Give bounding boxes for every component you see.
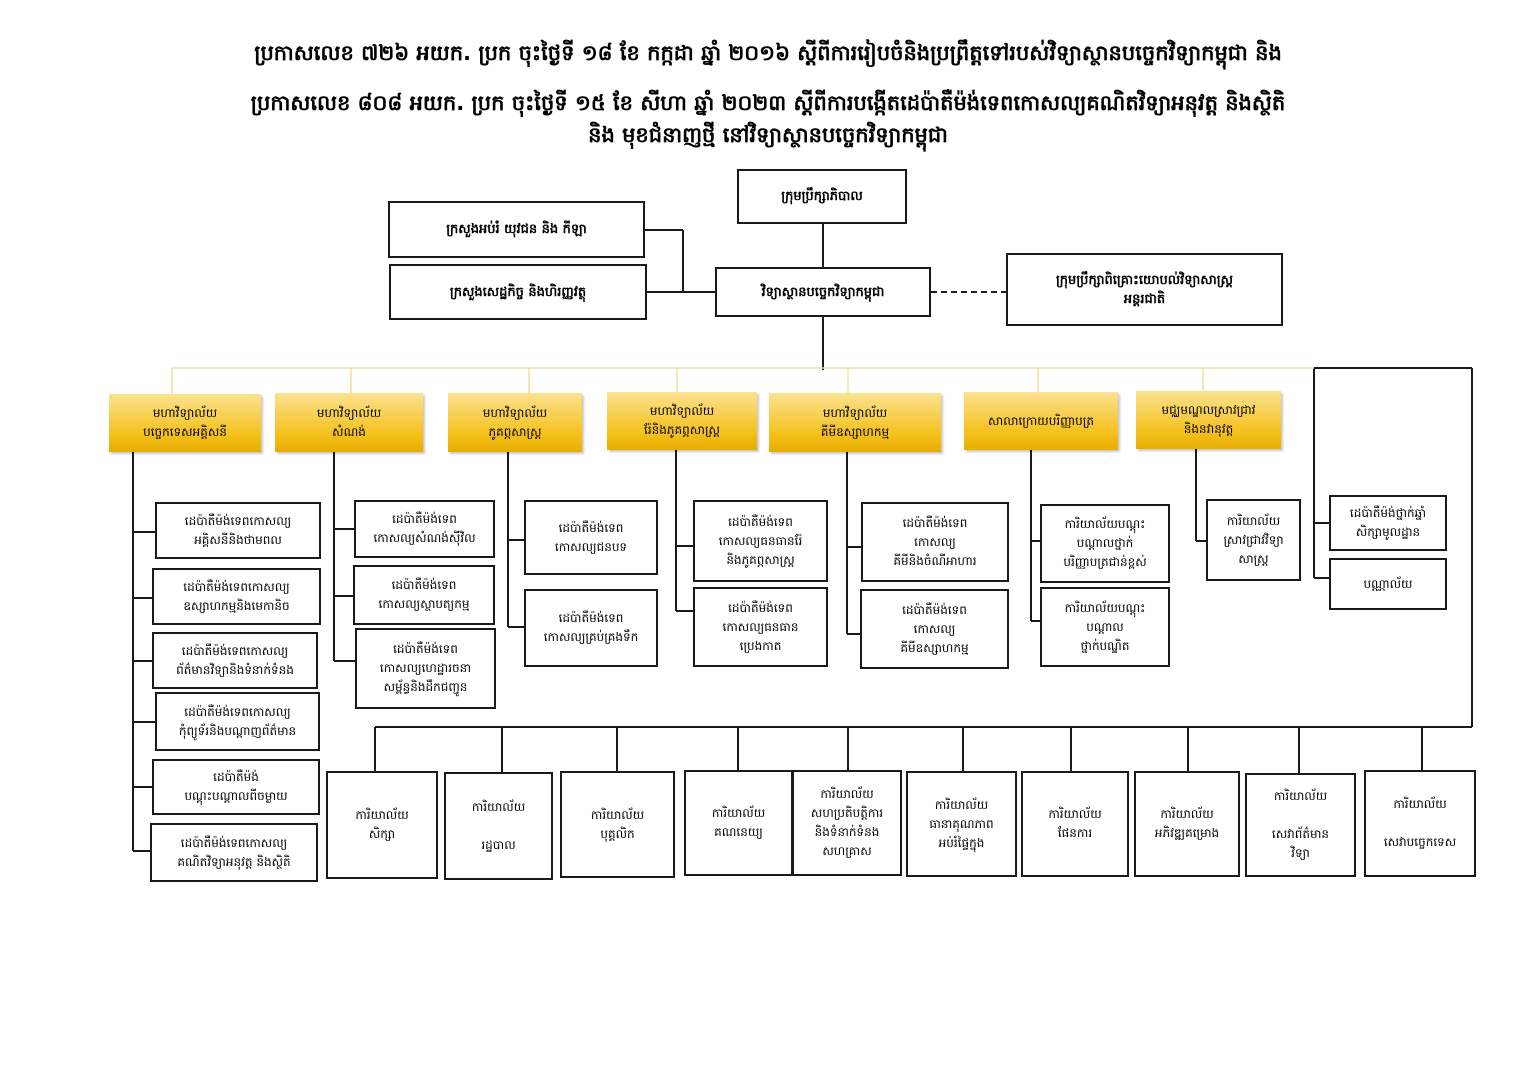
ministry-economy-box: ក្រសួងសេដ្ឋកិច្ច និងហិរញ្ញវត្ថុ (389, 264, 647, 320)
dept-applied-math-statistics: ដេប៉ាតឺម៉ង់ទេពកោសល្យ គណិតវិទ្យាអនុវត្ត ន… (150, 823, 318, 882)
dept-mineral-resources: ដេប៉ាតឺម៉ង់ទេព កោសល្យធនធានរ៉ែ និងភូគព្ភស… (693, 500, 828, 582)
office-quality-assurance: ការិយាល័យ ធានាគុណភាព អប់រំផ្ទៃក្នុង (906, 771, 1017, 877)
office-it-services: ការិយាល័យ សេវាព័ត៌មាន វិទ្យា (1245, 773, 1356, 877)
dept-information-communication: ដេប៉ាតឺម៉ង់ទេពកោសល្យ ព័ត៌មានវិទ្យានិងទំន… (152, 632, 318, 689)
governing-board-box: ក្រុមប្រឹក្សាភិបាល (737, 169, 907, 224)
graduate-school: សាលាក្រោយបរិញ្ញាបត្រ (964, 392, 1118, 450)
faculty-electrical: មហាវិទ្យាល័យ បច្ចេកទេសអគ្គិសនី (109, 394, 261, 452)
dept-industrial-mechanical: ដេប៉ាតឺម៉ង់ទេពកោសល្យ ឧស្សាហកម្មនិងមេកានិ… (152, 568, 321, 625)
advisory-council-box: ក្រុមប្រឹក្សាពិគ្រោះយោបល់វិទ្យាសាស្ត្រ អ… (1006, 253, 1283, 326)
page-title-line-2: ប្រកាសលេខ ៨០៨ អយក. ប្រក ចុះថ្ងៃទី ១៥ ខែ … (250, 91, 1286, 115)
office-planning: ការិយាល័យ ផែនការ (1021, 771, 1129, 877)
office-personnel: ការិយាល័យ បុគ្គលិក (560, 771, 675, 878)
library-box: បណ្ណាល័យ (1329, 558, 1447, 610)
office-administration: ការិយាល័យ រដ្ឋបាល (444, 772, 553, 880)
dept-industrial-chemistry: ដេប៉ាតឺម៉ង់ទេព កោសល្យ គីមីឧស្សាហកម្ម (860, 589, 1009, 669)
dept-infrastructure-transport: ដេប៉ាតឺម៉ង់ទេព កោសល្យហេដ្ឋារចនា សម្ព័ន្ធ… (355, 628, 496, 709)
dept-architecture: ដេប៉ាតឺម៉ង់ទេព កោសល្យស្ថាបត្យកម្ម (353, 565, 495, 625)
office-project-development: ការិយាល័យ អភិវឌ្ឍគម្រោង (1134, 771, 1240, 877)
dept-computer-network: ដេប៉ាតឺម៉ង់ទេពកោសល្យ កុំព្យូទ័រនិងបណ្ដាញ… (155, 692, 320, 751)
faculty-georesources: មហាវិទ្យាល័យ រ៉ែនិងភូគព្ភសាស្ត្រ (607, 392, 757, 450)
office-industry-cooperation: ការិយាល័យ សហប្រតិបត្តិការ និងទំនាក់ទំនង … (792, 770, 902, 876)
dept-chemical-food: ដេប៉ាតឺម៉ង់ទេព កោសល្យ គីមីនិងចំណីអាហារ (861, 502, 1009, 582)
dept-petroleum-resources: ដេប៉ាតឺម៉ង់ទេព កោសល្យធនធាន ប្រេងកាត (693, 587, 828, 667)
dept-electrical-energy: ដេប៉ាតឺម៉ង់ទេពកោសល្យ អគ្គិសនីនិងថាមពល (155, 502, 321, 559)
page-title-line-1: ប្រកាសលេខ ៧២៦ អយក. ប្រក ចុះថ្ងៃទី ១៨ ខែ … (254, 41, 1282, 65)
research-center: មជ្ឈមណ្ឌលស្រាវជ្រាវ និងនវានុវត្ត (1136, 391, 1281, 449)
dept-distance-learning: ដេប៉ាតឺម៉ង់ បណ្ដុះបណ្ដាលពីចម្ងាយ (152, 759, 320, 815)
institute-box: វិទ្យាស្ថានបច្ចេកវិទ្យាកម្ពុជា (715, 267, 931, 317)
ministry-education-box: ក្រសួងអប់រំ យុវជន និង កីឡា (388, 201, 645, 258)
faculty-chemical: មហាវិទ្យាល័យ គីមីឧស្សាហកម្ម (769, 393, 941, 452)
office-accounting: ការិយាល័យ គណនេយ្យ (684, 770, 793, 876)
office-master-training: ការិយាល័យបណ្ដុះ បណ្ដាលថ្នាក់ បរិញ្ញាបត្រ… (1040, 504, 1170, 583)
page-title-line-3: និង មុខជំនាញថ្មី នៅវិទ្យាស្ថានបច្ចេកវិទ្… (588, 123, 948, 147)
dept-rural-engineering: ដេប៉ាតឺម៉ង់ទេព កោសល្យជនបទ (524, 500, 658, 575)
office-doctoral-training: ការិយាល័យបណ្ដុះ បណ្ដាល ថ្នាក់បណ្ឌិត (1040, 587, 1170, 667)
office-scientific-research: ការិយាល័យ ស្រាវជ្រាវវិទ្យា សាស្ត្រ (1206, 499, 1301, 581)
office-technical-services: ការិយាល័យ សេវាបច្ចេកទេស (1364, 770, 1476, 877)
dept-water-management: ដេប៉ាតឺម៉ង់ទេព កោសល្យគ្រប់គ្រងទឹក (524, 589, 658, 667)
faculty-civil: មហាវិទ្យាល័យ សំណង់ (275, 393, 423, 452)
dept-civil-engineering: ដេប៉ាតឺម៉ង់ទេព កោសល្យសំណង់ស៊ីវិល (354, 500, 495, 558)
faculty-hydro: មហាវិទ្យាល័យ ភូគព្ភសាស្ត្រ (448, 393, 582, 452)
dept-foundation-year: ដេប៉ាតឺម៉ង់ថ្នាក់ឆ្នាំ សិក្សាមូលដ្ឋាន (1329, 495, 1447, 551)
office-academic: ការិយាល័យ សិក្សា (326, 771, 438, 879)
